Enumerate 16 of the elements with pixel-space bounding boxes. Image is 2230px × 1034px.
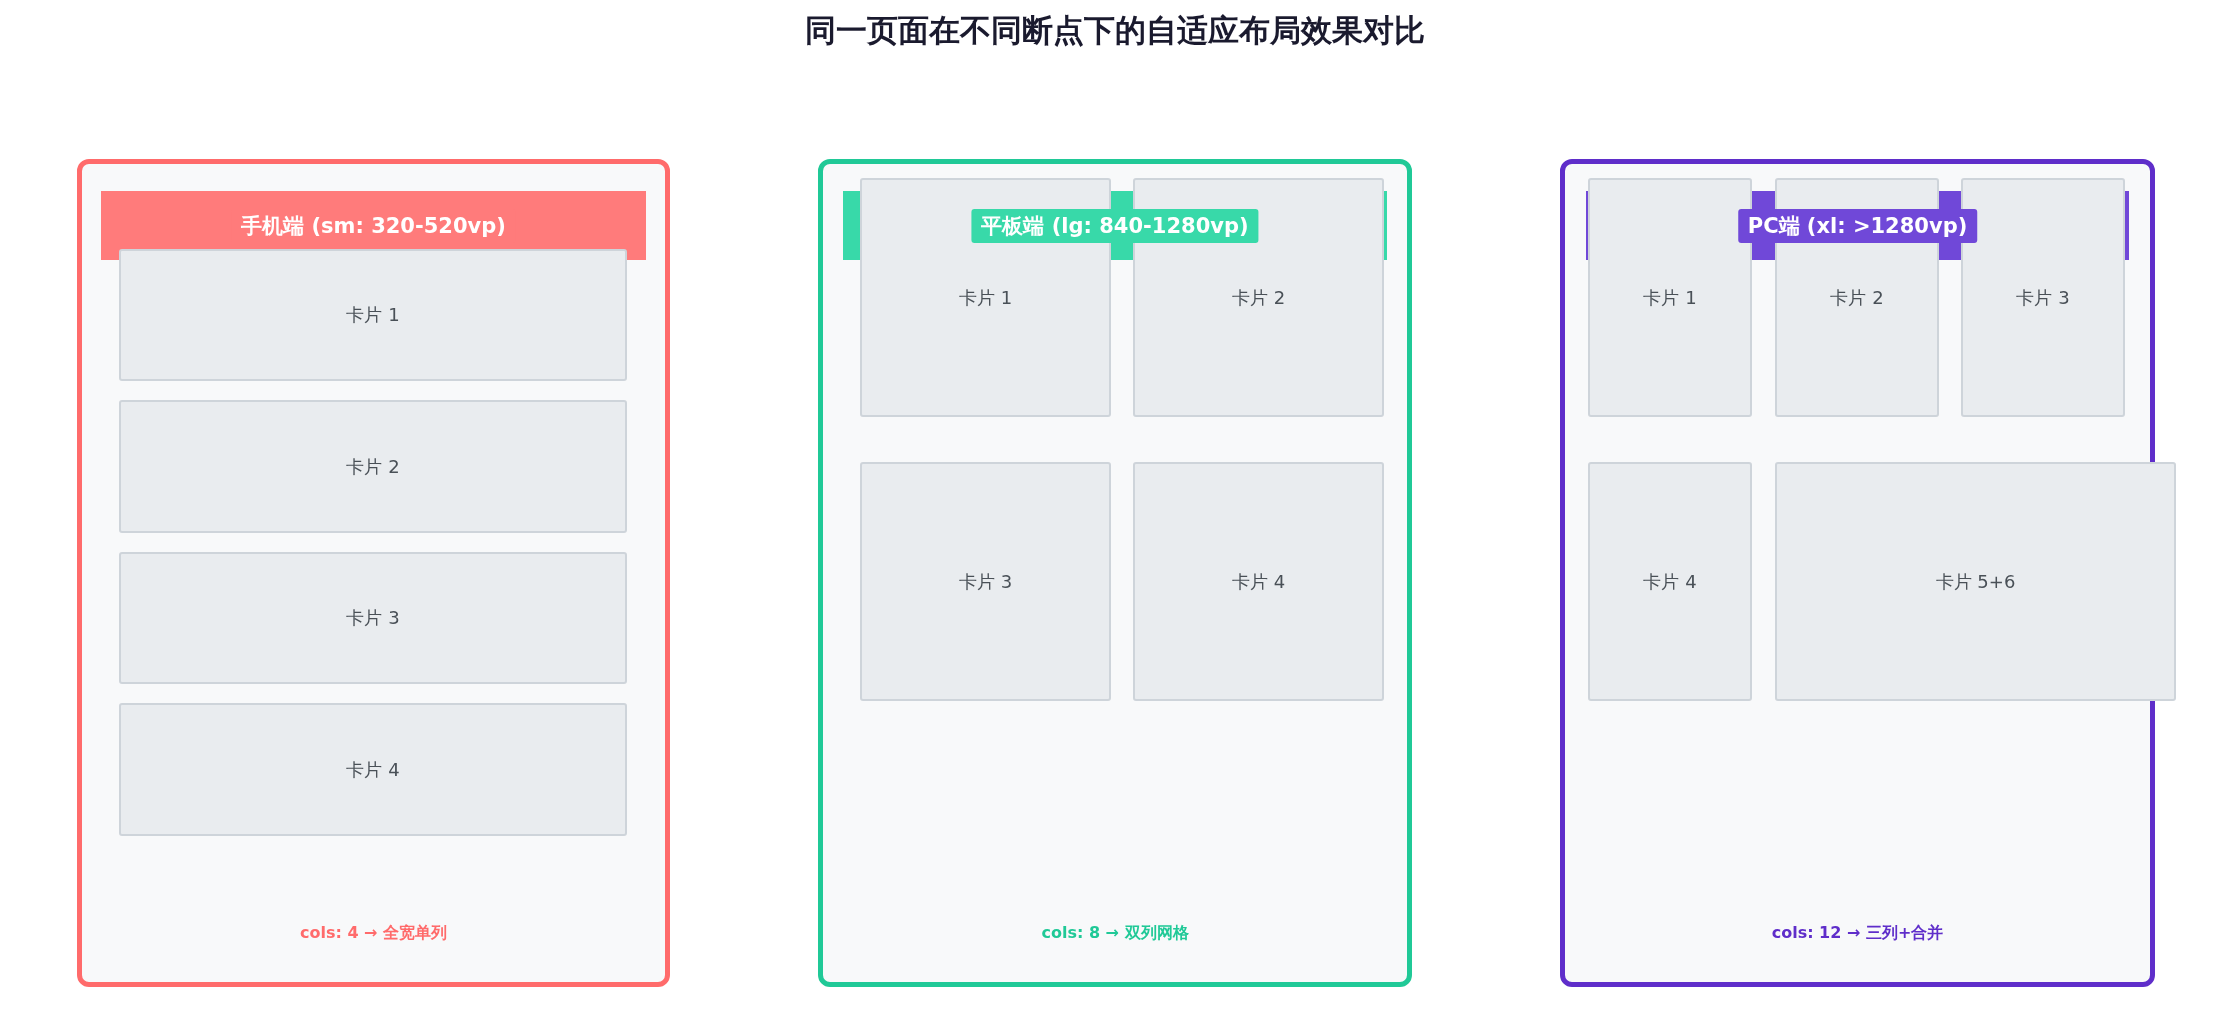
column-note: cols: 12 → 三列+合并 — [1771, 923, 1944, 944]
diagram-title: 同一页面在不同断点下的自适应布局效果对比 — [804, 11, 1426, 50]
content-card: 卡片 2 — [119, 400, 627, 533]
content-card: 卡片 4 — [1133, 462, 1384, 701]
content-card: 卡片 4 — [119, 703, 627, 836]
content-card: 卡片 5+6 — [1775, 462, 2176, 701]
content-card: 卡片 1 — [119, 249, 627, 381]
header-title: 平板端 (lg: 840-1280vp) — [971, 208, 1259, 243]
content-card: 卡片 3 — [860, 462, 1111, 701]
header-title: PC端 (xl: >1280vp) — [1737, 208, 1978, 243]
content-card: 卡片 3 — [119, 552, 627, 684]
column-note: cols: 4 → 全宽单列 — [299, 923, 448, 944]
device-panel — [77, 159, 670, 987]
column-note: cols: 8 → 双列网格 — [1041, 923, 1189, 944]
device-panel — [818, 159, 1412, 987]
content-card: 卡片 4 — [1588, 462, 1752, 701]
